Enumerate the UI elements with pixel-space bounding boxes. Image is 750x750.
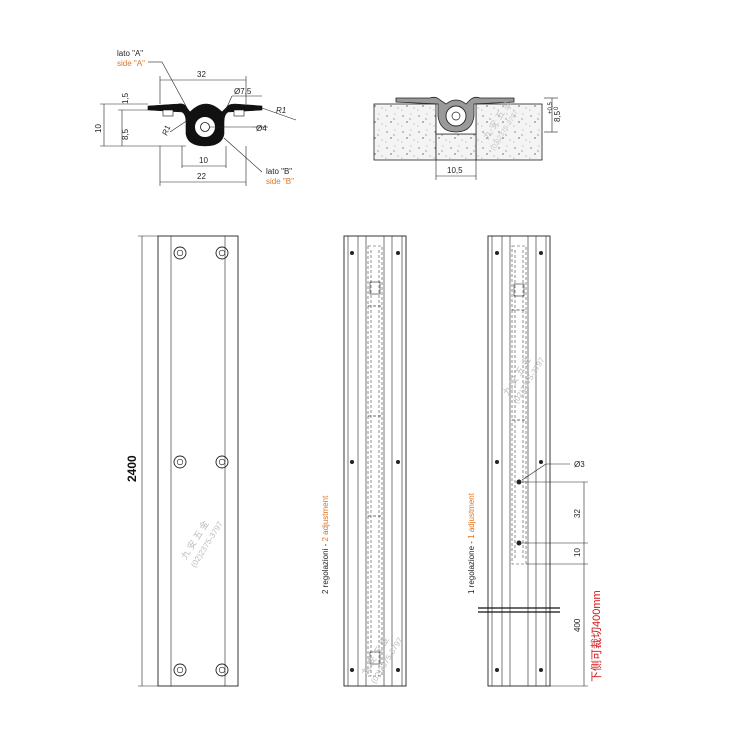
dim-dia-3: Ø3 xyxy=(574,460,585,469)
dim-1-5: 1,5 xyxy=(121,92,130,104)
dim-tol-plus: +0,5 xyxy=(548,101,554,114)
label-side-a: side "A" xyxy=(117,59,145,68)
dim-r1-left: R1 xyxy=(160,124,172,137)
dim-10-strip: 10 xyxy=(573,548,582,557)
dim-r1-right: R1 xyxy=(276,106,286,115)
strip-two-adjustments: 2 regolazioni - 2 adjustment 九 安 五 金 (02… xyxy=(321,235,407,687)
strip-plate: 2400 九 安 五 金 (02)2375-3797 xyxy=(125,235,239,687)
label-two-reg: 2 regolazioni - xyxy=(321,542,330,594)
dim-22: 22 xyxy=(197,172,206,181)
profile-section-a: 32 1,5 10 8,5 Ø7,5 Ø4 R1 R1 10 xyxy=(94,49,297,186)
label-lato-a: lato "A" xyxy=(117,49,143,58)
label-one-reg: 1 regolazione - xyxy=(467,539,476,594)
dim-8-5: 8,5 xyxy=(121,128,130,140)
svg-text:2 regolazioni - 2 adjustment: 2 regolazioni - 2 adjustment xyxy=(321,495,330,594)
dim-10-5: 10,5 xyxy=(447,166,463,175)
dim-32: 32 xyxy=(197,70,206,79)
dim-tol-zero: 0 xyxy=(554,106,560,110)
svg-text:1 regolazione - 1 adjustment: 1 regolazione - 1 adjustment xyxy=(467,492,476,594)
label-side-b: side "B" xyxy=(266,177,294,186)
dim-32-strip: 32 xyxy=(573,509,582,518)
profile-pin-hole xyxy=(200,122,210,132)
cut-note: 下侧可裁切400mm xyxy=(590,590,603,682)
dim-dia-4: Ø4 xyxy=(256,124,267,133)
dim-10-width: 10 xyxy=(199,156,208,165)
install-section: 8,5 +0,5 0 10,5 九 安 五 金 (02)2375-3797 xyxy=(373,96,562,180)
dim-2400: 2400 xyxy=(125,455,139,482)
dim-10-height: 10 xyxy=(94,124,103,133)
dim-8-5-install: 8,5 xyxy=(553,110,562,122)
label-two-adj: 2 adjustment xyxy=(321,495,330,542)
label-lato-b: lato "B" xyxy=(266,167,292,176)
dim-dia-7-5: Ø7,5 xyxy=(234,87,252,96)
label-one-adj: 1 adjustment xyxy=(467,492,476,539)
dim-400: 400 xyxy=(573,618,582,632)
strip-one-adjustment: Ø3 32 10 400 下侧可裁切400mm 1 regolazione - … xyxy=(467,235,603,687)
screw-holes xyxy=(173,246,229,677)
